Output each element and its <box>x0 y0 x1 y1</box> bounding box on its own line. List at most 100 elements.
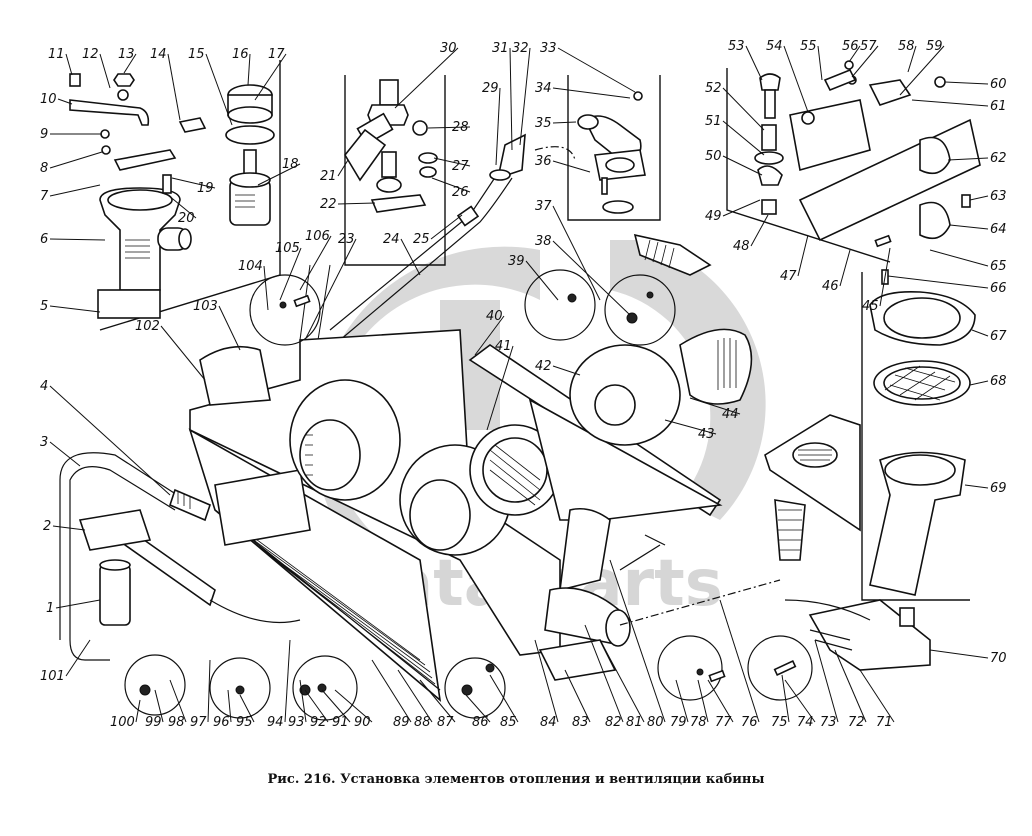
callout-104: 104 <box>238 259 263 274</box>
callout-64: 64 <box>990 222 1007 237</box>
callout-106: 106 <box>305 229 330 244</box>
callout-59: 59 <box>926 39 943 54</box>
callout-12: 12 <box>82 47 99 62</box>
callout-31: 31 <box>492 41 509 56</box>
callout-99: 99 <box>145 715 162 730</box>
callout-73: 73 <box>820 715 837 730</box>
callout-100: 100 <box>110 715 135 730</box>
callout-80: 80 <box>647 715 664 730</box>
leader-line-45 <box>879 247 891 307</box>
callout-3: 3 <box>40 435 48 450</box>
callout-53: 53 <box>728 39 745 54</box>
leader-line-51 <box>722 120 765 156</box>
leader-line-41 <box>486 345 514 431</box>
leader-line-27 <box>433 157 471 167</box>
heater-housing <box>188 329 561 702</box>
callout-29: 29 <box>482 81 499 96</box>
leader-line-36 <box>552 160 591 173</box>
callout-42: 42 <box>535 359 552 374</box>
callout-78: 78 <box>690 715 707 730</box>
pipes-and-tap <box>59 452 301 661</box>
leader-line-106 <box>299 235 332 291</box>
leader-line-12 <box>99 53 111 89</box>
callout-103: 103 <box>193 299 218 314</box>
leader-line-19 <box>171 177 216 189</box>
callout-40: 40 <box>486 309 503 324</box>
leader-line-8 <box>49 151 103 169</box>
leader-line-81 <box>599 639 645 723</box>
leader-line-10 <box>57 98 73 105</box>
heater-valve <box>97 187 192 319</box>
leader-line-17 <box>254 53 287 101</box>
callout-19: 19 <box>197 181 214 196</box>
leader-line-3 <box>49 441 81 467</box>
callout-102: 102 <box>135 319 160 334</box>
callout-15: 15 <box>188 47 205 62</box>
leader-line-23 <box>304 238 357 341</box>
fitting-inset-parts <box>344 79 438 213</box>
leader-line-35 <box>552 121 577 124</box>
air-vent-parts <box>764 269 976 596</box>
leader-line-90 <box>334 689 373 723</box>
callout-96: 96 <box>213 715 230 730</box>
leader-line-6 <box>49 238 106 241</box>
callout-68: 68 <box>990 374 1007 389</box>
callout-18: 18 <box>282 157 299 172</box>
callout-9: 9 <box>40 127 48 142</box>
leader-line-71 <box>859 669 895 723</box>
leader-line-56 <box>848 45 861 63</box>
callout-84: 84 <box>540 715 557 730</box>
motor-and-duct <box>468 328 753 681</box>
callout-47: 47 <box>780 269 797 284</box>
callout-86: 86 <box>472 715 489 730</box>
callout-34: 34 <box>535 81 552 96</box>
leader-line-61 <box>911 99 989 107</box>
detail-small-parts <box>139 291 797 696</box>
callout-54: 54 <box>766 39 783 54</box>
detail-circles <box>124 269 813 721</box>
leader-line-97 <box>207 659 211 723</box>
callout-83: 83 <box>572 715 589 730</box>
leader-line-73 <box>814 639 839 723</box>
leader-line-42 <box>552 365 581 376</box>
leader-line-77 <box>707 679 734 723</box>
callout-25: 25 <box>413 232 430 247</box>
leader-line-83 <box>564 669 591 723</box>
callout-21: 21 <box>320 169 337 184</box>
leader-line-37 <box>552 205 601 301</box>
leader-line-79 <box>675 679 689 723</box>
callout-43: 43 <box>698 427 715 442</box>
callout-90: 90 <box>354 715 371 730</box>
leader-line-43 <box>664 419 717 435</box>
leader-line-49 <box>722 199 761 217</box>
callout-57: 57 <box>860 39 877 54</box>
leader-line-60 <box>944 81 989 85</box>
callout-61: 61 <box>990 99 1007 114</box>
valve-lever-parts <box>69 73 207 194</box>
leader-line-65 <box>929 249 989 267</box>
callout-74: 74 <box>797 715 814 730</box>
leader-line-75 <box>781 674 790 723</box>
leader-line-93 <box>299 679 307 723</box>
leader-line-5 <box>49 305 101 313</box>
leader-line-34 <box>552 87 631 99</box>
leader-line-16 <box>247 53 251 86</box>
callout-39: 39 <box>508 254 525 269</box>
leader-line-50 <box>722 155 763 176</box>
leader-line-54 <box>783 45 809 113</box>
leader-line-70 <box>929 649 989 659</box>
callout-22: 22 <box>320 197 337 212</box>
callout-49: 49 <box>705 209 722 224</box>
callout-60: 60 <box>990 77 1007 92</box>
leader-line-29 <box>495 87 501 166</box>
callout-8: 8 <box>40 161 48 176</box>
leader-line-15 <box>205 53 233 126</box>
leader-line-69 <box>964 484 989 489</box>
leader-line-38 <box>552 240 631 316</box>
callout-69: 69 <box>990 481 1007 496</box>
callout-88: 88 <box>414 715 431 730</box>
callout-4: 4 <box>40 379 48 394</box>
callout-85: 85 <box>500 715 517 730</box>
callout-41: 41 <box>495 339 512 354</box>
leader-line-20 <box>167 194 197 219</box>
